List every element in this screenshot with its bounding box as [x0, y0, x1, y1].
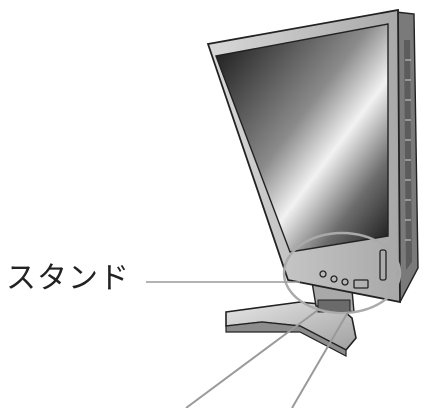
zoom-lines	[185, 309, 349, 408]
control-buttons	[319, 270, 369, 289]
stand-label: スタンド	[6, 261, 130, 296]
monitor-side	[395, 11, 419, 303]
callout-circle	[282, 231, 402, 315]
monitor-screen	[215, 23, 389, 253]
power-indicator	[379, 249, 387, 281]
